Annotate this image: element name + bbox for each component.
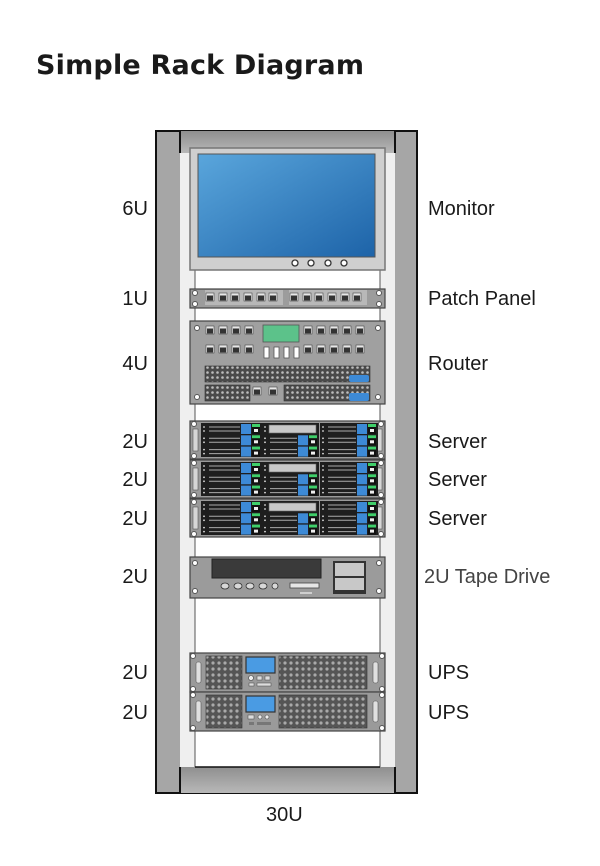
unit-label-server-1: 2U [122,431,148,453]
monitor-buttons [291,259,348,267]
router-port [316,325,326,335]
drive-bay [298,435,308,446]
router-port [231,344,241,354]
drive-bay [241,513,251,524]
router-port [205,325,215,335]
device-label-patch-panel: Patch Panel [428,288,536,310]
device-server-2[interactable] [189,459,386,499]
drive-bay [357,435,367,446]
router-port [316,344,326,354]
patch-port [352,292,362,302]
unit-label-ups-1: 2U [122,662,148,684]
patch-port [302,292,312,302]
router-port [355,344,365,354]
drive-bay [298,485,308,496]
drive-bay [357,524,367,535]
unit-label-server-3: 2U [122,508,148,530]
router-port [231,325,241,335]
drive-bay [241,485,251,496]
rack-total-units: 30U [266,804,303,826]
unit-label-ups-2: 2U [122,702,148,724]
router-port [342,325,352,335]
router-port [329,325,339,335]
unit-label-tape-drive: 2U [122,566,148,588]
drive-bay [298,474,308,485]
router-port [205,344,215,354]
unit-label-monitor: 6U [122,198,148,220]
device-ups-1[interactable] [189,652,386,693]
router-port [244,344,254,354]
patch-port [268,292,278,302]
router-port [355,325,365,335]
device-label-ups-1: UPS [428,662,470,684]
device-ups-2[interactable] [189,691,386,732]
drive-bay [357,485,367,496]
drive-bay [241,463,251,473]
patch-port [314,292,324,302]
page-title: Simple Rack Diagram [36,50,365,81]
patch-port [289,292,299,302]
device-server-3[interactable] [189,498,386,538]
patch-port [230,292,240,302]
device-label-tape-drive: 2U Tape Drive [424,566,551,588]
drive-bay [241,502,251,512]
router-port [303,344,313,354]
drive-bay [357,513,367,524]
ups-screen [245,695,276,713]
drive-bay [298,524,308,535]
device-label-monitor: Monitor [428,198,495,220]
router-port [342,344,352,354]
drive-bay [357,446,367,457]
device-label-router: Router [428,353,489,375]
patch-port [205,292,215,302]
drive-bay [241,435,251,446]
drive-bay [357,463,367,473]
patch-port [256,292,266,302]
drive-bay [241,524,251,535]
device-label-server-1: Server [428,431,487,453]
router-port [244,325,254,335]
unit-label-router: 4U [122,353,148,375]
patch-port [327,292,337,302]
device-router[interactable] [189,320,386,405]
router-port [303,325,313,335]
drive-bay [241,424,251,434]
router-port [218,325,228,335]
drive-bay [241,446,251,457]
router-port [329,344,339,354]
unit-label-server-2: 2U [122,469,148,491]
drive-bay [298,513,308,524]
unit-label-patch-panel: 1U [122,288,148,310]
device-server-1[interactable] [189,420,386,460]
device-tape-drive[interactable] [189,556,386,599]
drive-bay [298,446,308,457]
router-port [218,344,228,354]
device-patch-panel[interactable] [189,288,386,309]
device-label-ups-2: UPS [428,702,470,724]
ups-screen [245,656,276,674]
device-label-server-2: Server [428,469,487,491]
router-display [262,324,300,343]
device-monitor[interactable] [189,147,386,271]
patch-port [218,292,228,302]
patch-port [243,292,253,302]
patch-port [340,292,350,302]
drive-bay [357,424,367,434]
drive-bay [357,502,367,512]
device-label-server-3: Server [428,508,487,530]
drive-bay [357,474,367,485]
drive-bay [241,474,251,485]
